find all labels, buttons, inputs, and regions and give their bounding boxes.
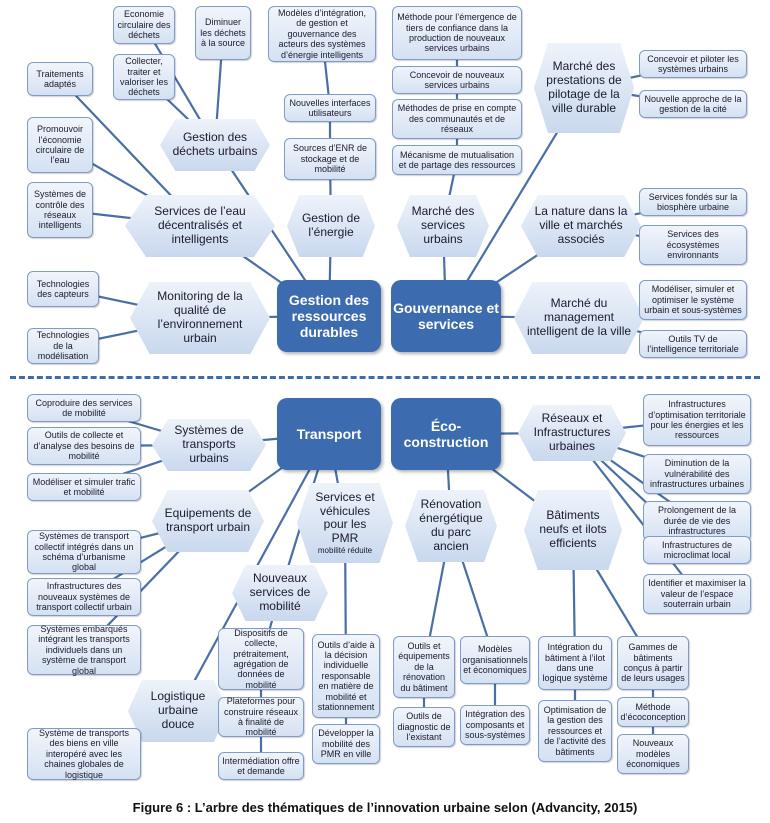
root-gouvernance-services: Gouvernance et services [391, 280, 501, 352]
leaf-technologies-modelisation: Technologies de la modélisation [27, 328, 99, 364]
leaf-promouvoir-eau: Promouvoir l’économie circulaire de l’ea… [27, 117, 93, 173]
sub-reseaux-infrastructures: Réseaux et Infrastructures urbaines [518, 405, 626, 461]
leaf-nouveaux-modeles-economiques: Nouveaux modèles économiques [617, 734, 689, 774]
leaf-coproduire-mobilite: Coproduire des services de mobilité [27, 394, 141, 422]
leaf-economie-circulaire-dechets: Economie circulaire des déchets [113, 6, 175, 44]
leaf-mutualisation: Mécanisme de mutualisation et de partage… [392, 145, 522, 175]
leaf-optimisation-gestion-ressources: Optimisation de la gestion des ressource… [538, 700, 612, 762]
leaf-technologies-capteurs: Technologies des capteurs [27, 271, 99, 307]
sub-gestion-energie: Gestion de l’énergie [287, 195, 375, 257]
leaf-infrastructures-microclimat: Infrastructures de microclimat local [643, 536, 751, 564]
leaf-approche-gestion-cite: Nouvelle approche de la gestion de la ci… [639, 90, 747, 118]
sub-nouveaux-services-mobilite: Nouveaux services de mobilité [232, 565, 328, 621]
sub-marche-services: Marché des services urbains [397, 195, 489, 257]
sub-marche-management: Marché du management intelligent de la v… [514, 282, 644, 354]
leaf-outils-collecte-mobilite: Outils de collecte et d’analyse des beso… [27, 427, 141, 465]
leaf-modeliser-simuler: Modéliser, simuler et optimiser le systè… [639, 280, 747, 320]
leaf-methode-ecoconception: Méthode d’écoconception [617, 697, 689, 727]
root-eco-construction: Éco-construction [391, 398, 501, 470]
pmr-title: Services et véhicules pour les PMR [315, 489, 375, 546]
leaf-infrastructures-optimisation: Infrastructures d’optimisation territori… [643, 394, 751, 446]
leaf-integration-composants: Intégration des composants et sous-systè… [460, 705, 530, 745]
leaf-diminution-vulnerabilite: Diminution de la vulnérabilité des infra… [643, 454, 751, 494]
leaf-modeles-organisationnels: Modèles organisationnels et économiques [460, 636, 530, 684]
leaf-sources-enr: Sources d’ENR de stockage et de mobilité [284, 138, 376, 180]
leaf-espace-souterrain: Identifier et maximiser la valeur de l’e… [643, 574, 751, 614]
leaf-gammes-batiments: Gammes de bâtiments conçus à partir de l… [617, 636, 689, 690]
leaf-systemes-embarques: Systèmes embarqués intégrant les transpo… [27, 624, 141, 676]
sub-equipements-transport: Equipements de transport urbain [152, 490, 264, 552]
leaf-outils-tv: Outils TV de l’intelligence territoriale [639, 330, 747, 358]
leaf-outils-aide-decision: Outils d’aide à la décision individuelle… [312, 634, 380, 718]
leaf-intermediation-offre-demande: Intermédiation offre et demande [218, 752, 304, 780]
leaf-infrastructures-nouveaux-systemes: Infrastructures des nouveaux systèmes de… [27, 578, 141, 616]
leaf-developper-mobilite-pmr: Développer la mobilité des PMR en ville [312, 724, 380, 764]
leaf-modeles-integration: Modèles d’intégration, de gestion et gou… [268, 6, 376, 62]
sub-marche-prestations: Marché des prestations de pilotage de la… [534, 43, 634, 133]
pmr-subtitle: mobilité réduite [317, 546, 373, 555]
leaf-methodes-prise-compte: Méthodes de prise en compte des communau… [392, 99, 522, 139]
sub-monitoring-qualite: Monitoring de la qualité de l’environnem… [130, 282, 270, 354]
leaf-concevoir-piloter: Concevoir et piloter les systèmes urbain… [639, 50, 747, 78]
sub-systemes-transports: Systèmes de transports urbains [152, 419, 266, 471]
sub-logistique-urbaine: Logistique urbaine douce [128, 680, 228, 742]
sub-nature-ville: La nature dans la ville et marchés assoc… [521, 195, 641, 257]
leaf-nouvelles-interfaces: Nouvelles interfaces utilisateurs [284, 94, 376, 122]
leaf-plateformes-mobilite: Plateformes pour construire réseaux à fi… [218, 696, 304, 737]
leaf-integration-batiment-ilot: Intégration du bâtiment à l’ilot dans un… [538, 636, 612, 690]
leaf-concevoir-services: Concevoir de nouveaux services urbains [392, 66, 522, 94]
leaf-outils-diagnostic: Outils de diagnostic de l’existant [393, 707, 455, 747]
leaf-collecter-dechets: Collecter, traiter et valoriser les déch… [113, 54, 175, 100]
sub-batiments-neufs: Bâtiments neufs et ilots efficients [524, 490, 622, 570]
figure-caption: Figure 6 : L’arbre des thématiques de l’… [132, 800, 638, 815]
root-transport: Transport [277, 398, 381, 470]
leaf-ecosystemes-environnants: Services des écosystèmes environnants [639, 225, 747, 265]
sub-gestion-dechets: Gestion des déchets urbains [160, 119, 270, 171]
sub-renovation-energetique: Rénovation énergétique du parc ancien [405, 490, 497, 562]
leaf-controle-reseaux: Systèmes de contrôle des réseaux intelli… [27, 182, 93, 238]
leaf-prolongement-duree-vie: Prolongement de la durée de vie des infr… [643, 501, 751, 541]
root-gestion-ressources: Gestion des ressources durables [277, 280, 381, 352]
leaf-dispositifs-collecte: Dispositifs de collecte, prétraitement, … [218, 628, 304, 690]
leaf-diminuer-dechets: Diminuer les déchets à la source [195, 6, 251, 60]
sub-services-eau: Services de l’eau décentralisés et intel… [125, 195, 275, 257]
leaf-transports-biens: Système de transports des biens en ville… [27, 728, 141, 780]
leaf-modeliser-trafic: Modéliser et simuler trafic et mobilité [27, 473, 141, 501]
leaf-biosphere-urbaine: Services fondés sur la biosphère urbaine [639, 188, 747, 216]
leaf-transport-collectif-integres: Systèmes de transport collectif intégrés… [27, 530, 141, 574]
section-divider [10, 376, 760, 379]
leaf-methode-tiers-confiance: Méthode pour l’émergence de tiers de con… [392, 6, 522, 60]
leaf-traitements-adaptes: Traitements adaptés [27, 62, 93, 96]
leaf-outils-equipements-renovation: Outils et équipements de la rénovation d… [393, 636, 455, 698]
